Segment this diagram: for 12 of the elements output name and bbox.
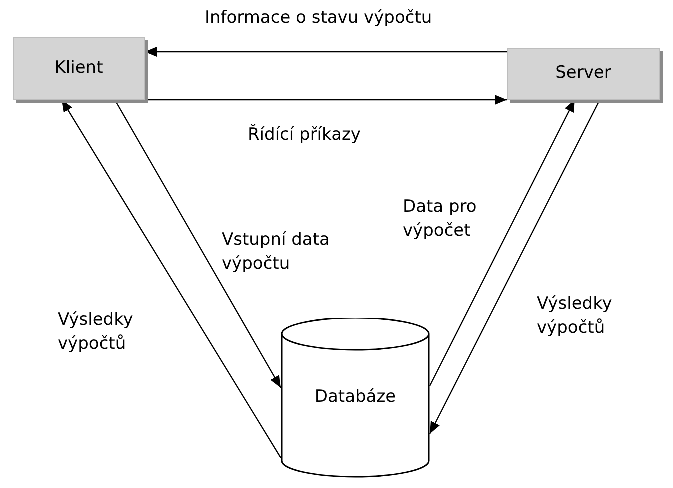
edge-label: Výsledky výpočtů bbox=[58, 309, 134, 356]
arrow bbox=[145, 47, 507, 57]
edge-label: Řídící příkazy bbox=[248, 123, 362, 147]
process-box: Klient bbox=[13, 37, 145, 100]
edge-label: Vstupní data výpočtu bbox=[222, 229, 331, 276]
edge-label: Data pro výpočet bbox=[403, 196, 478, 243]
edge-label: Informace o stavu výpočtu bbox=[205, 7, 434, 30]
process-box: Server bbox=[507, 48, 660, 100]
database-cylinder bbox=[281, 318, 430, 478]
node-label: Databáze bbox=[314, 386, 396, 410]
arrow bbox=[145, 95, 507, 105]
edge-label: Výsledky výpočtů bbox=[537, 293, 614, 340]
